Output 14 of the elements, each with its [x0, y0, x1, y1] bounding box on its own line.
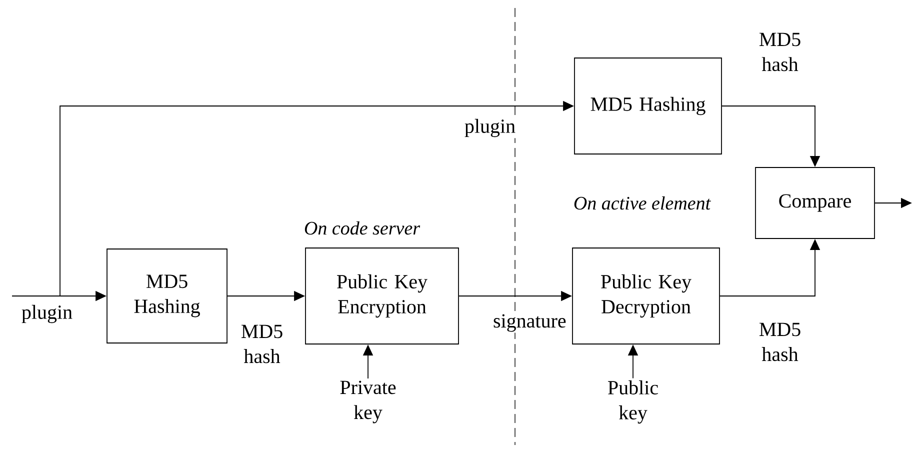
- edge-label: signature: [492, 313, 566, 333]
- input-label: Private key: [340, 380, 396, 424]
- edge-label: MD5 hash: [230, 324, 294, 364]
- region-label: On active element: [574, 196, 711, 210]
- process-box: Compare: [755, 167, 875, 239]
- edge-label: MD5 hash: [748, 32, 812, 72]
- process-box: MD5 Hashing: [574, 58, 722, 154]
- process-box: MD5 Hashing: [106, 248, 228, 344]
- edge-label: MD5 hash: [748, 322, 812, 362]
- process-box: Public Key Decryption: [572, 248, 720, 344]
- edge-label: plugin: [15, 304, 80, 324]
- process-box: Public Key Encryption: [305, 248, 459, 344]
- input-label: Public key: [608, 380, 658, 424]
- edge-label: plugin: [458, 118, 522, 138]
